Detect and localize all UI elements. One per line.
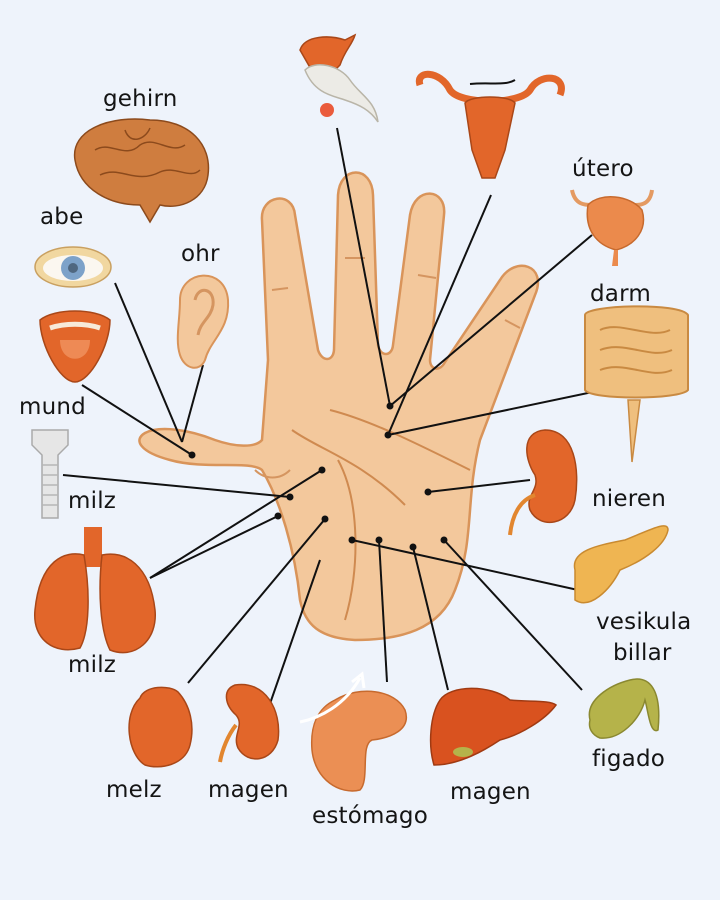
ear-icon (176, 274, 230, 369)
label-billar: billar (613, 640, 672, 666)
gallbladder-icon (588, 678, 660, 739)
label-ohr: ohr (181, 241, 220, 267)
stomach-icon (299, 671, 408, 792)
connector-lines (62, 127, 627, 719)
liver-icon (429, 687, 558, 766)
label-mund: mund (19, 394, 86, 420)
label-estomago: estómago (312, 803, 428, 829)
label-magen-left: magen (208, 777, 289, 803)
intestines-icon (584, 305, 689, 463)
label-gehirn: gehirn (103, 86, 178, 112)
trachea-icon (31, 429, 69, 519)
label-nieren: nieren (592, 486, 666, 512)
brain-icon (73, 118, 210, 224)
kidney-small-icon (218, 683, 280, 763)
label-abe: abe (40, 204, 84, 230)
label-magen-right: magen (450, 779, 531, 805)
pancreas-icon (573, 525, 669, 604)
lungs-icon (34, 527, 156, 654)
bladder-icon (570, 189, 654, 266)
pituitary-icon (299, 33, 379, 123)
mouth-icon (39, 310, 111, 383)
hand (138, 171, 540, 642)
eye-icon (34, 246, 112, 288)
label-vesikula: vesikula (596, 609, 692, 635)
label-melz: melz (106, 777, 162, 803)
label-milz-top: milz (68, 488, 117, 514)
uterus-icon (415, 70, 565, 179)
label-darm: darm (590, 281, 651, 307)
label-utero: útero (572, 156, 634, 182)
label-figado: figado (592, 746, 666, 772)
label-milz-bottom: milz (68, 652, 117, 678)
heart-icon (128, 686, 193, 768)
reflex-points (188, 402, 448, 551)
kidney-icon (508, 429, 578, 536)
